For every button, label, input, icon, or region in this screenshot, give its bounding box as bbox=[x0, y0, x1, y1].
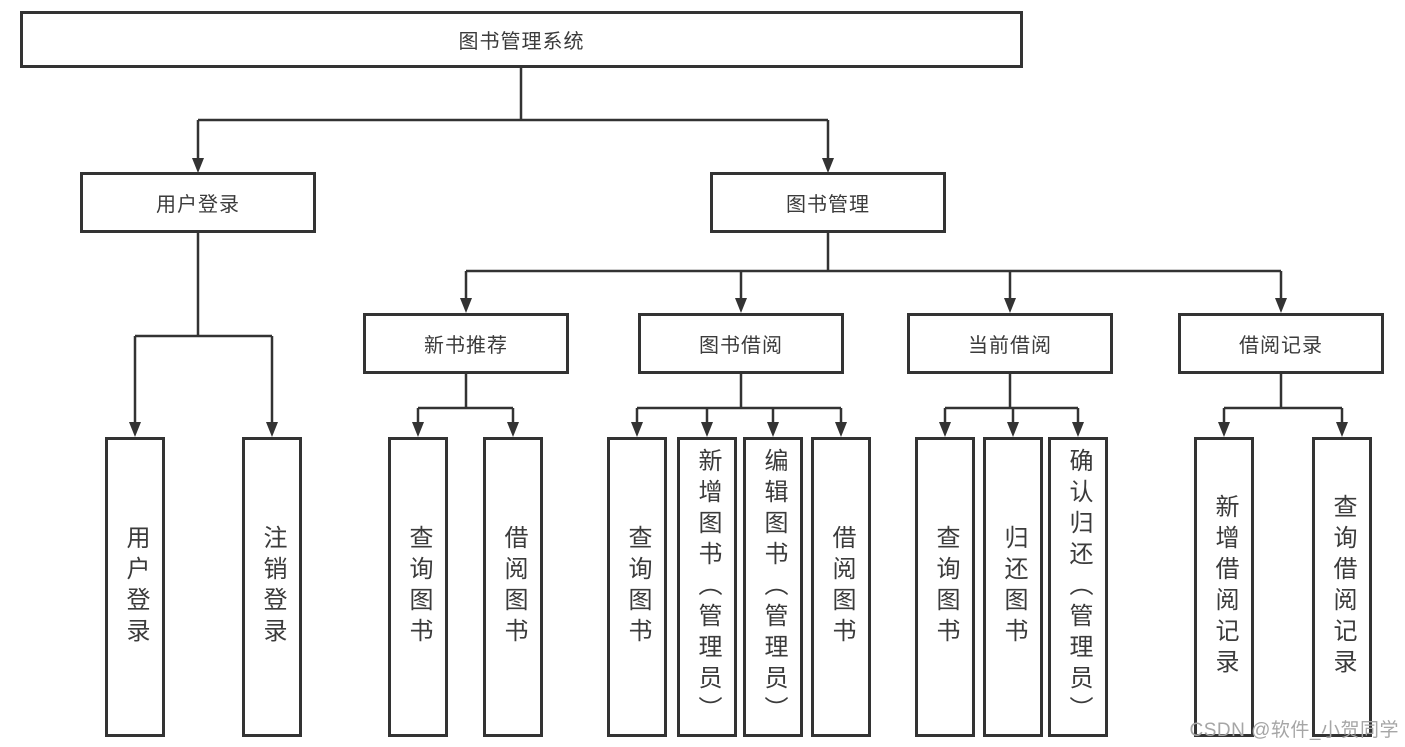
leaf-br-add-record: 新增借阅记录 bbox=[1194, 437, 1254, 737]
node-borrow-records: 借阅记录 bbox=[1178, 313, 1384, 374]
leaf-cb-return-books: 归还图书 bbox=[983, 437, 1043, 737]
leaf-bb-query-books: 查询图书 bbox=[607, 437, 667, 737]
node-library-system-label: 图书管理系统 bbox=[458, 31, 585, 53]
leaf-user-login: 用户登录 bbox=[105, 437, 165, 737]
leaf-bb-query-books-label: 查询图书 bbox=[624, 525, 651, 649]
node-book-management: 图书管理 bbox=[710, 172, 946, 233]
node-new-book-recommend-label: 新书推荐 bbox=[424, 335, 508, 357]
leaf-bb-edit-book-admin-label: 编辑图书（管理员） bbox=[760, 447, 787, 727]
node-user-login-label: 用户登录 bbox=[156, 194, 240, 216]
leaf-logout: 注销登录 bbox=[242, 437, 302, 737]
leaf-br-query-record-label: 查询借阅记录 bbox=[1329, 494, 1356, 680]
leaf-rec-borrow-books-label: 借阅图书 bbox=[500, 525, 527, 649]
leaf-cb-query-books-label: 查询图书 bbox=[932, 525, 959, 649]
node-book-management-label: 图书管理 bbox=[786, 194, 870, 216]
node-borrow-records-label: 借阅记录 bbox=[1239, 335, 1323, 357]
leaf-br-add-record-label: 新增借阅记录 bbox=[1211, 494, 1238, 680]
leaf-rec-query-books-label: 查询图书 bbox=[405, 525, 432, 649]
leaf-cb-confirm-return-admin-label: 确认归还（管理员） bbox=[1065, 447, 1092, 727]
leaf-bb-borrow-books-label: 借阅图书 bbox=[828, 525, 855, 649]
leaf-user-login-label: 用户登录 bbox=[122, 525, 149, 649]
leaf-bb-add-book-admin-label: 新增图书（管理员） bbox=[694, 447, 721, 727]
arrowheads bbox=[129, 158, 1348, 437]
node-current-borrowing: 当前借阅 bbox=[907, 313, 1113, 374]
leaf-rec-borrow-books: 借阅图书 bbox=[483, 437, 543, 737]
leaf-bb-add-book-admin: 新增图书（管理员） bbox=[677, 437, 737, 737]
leaf-bb-edit-book-admin: 编辑图书（管理员） bbox=[743, 437, 803, 737]
node-user-login: 用户登录 bbox=[80, 172, 316, 233]
node-library-system: 图书管理系统 bbox=[20, 11, 1023, 68]
node-book-borrowing: 图书借阅 bbox=[638, 313, 844, 374]
node-current-borrowing-label: 当前借阅 bbox=[968, 335, 1052, 357]
leaf-rec-query-books: 查询图书 bbox=[388, 437, 448, 737]
leaf-br-query-record: 查询借阅记录 bbox=[1312, 437, 1372, 737]
leaf-logout-label: 注销登录 bbox=[259, 525, 286, 649]
leaf-cb-query-books: 查询图书 bbox=[915, 437, 975, 737]
node-book-borrowing-label: 图书借阅 bbox=[699, 335, 783, 357]
csdn-watermark: CSDN @软件_小贺同学 bbox=[1189, 720, 1399, 741]
leaf-cb-return-books-label: 归还图书 bbox=[1000, 525, 1027, 649]
leaf-bb-borrow-books: 借阅图书 bbox=[811, 437, 871, 737]
node-new-book-recommend: 新书推荐 bbox=[363, 313, 569, 374]
leaf-cb-confirm-return-admin: 确认归还（管理员） bbox=[1048, 437, 1108, 737]
